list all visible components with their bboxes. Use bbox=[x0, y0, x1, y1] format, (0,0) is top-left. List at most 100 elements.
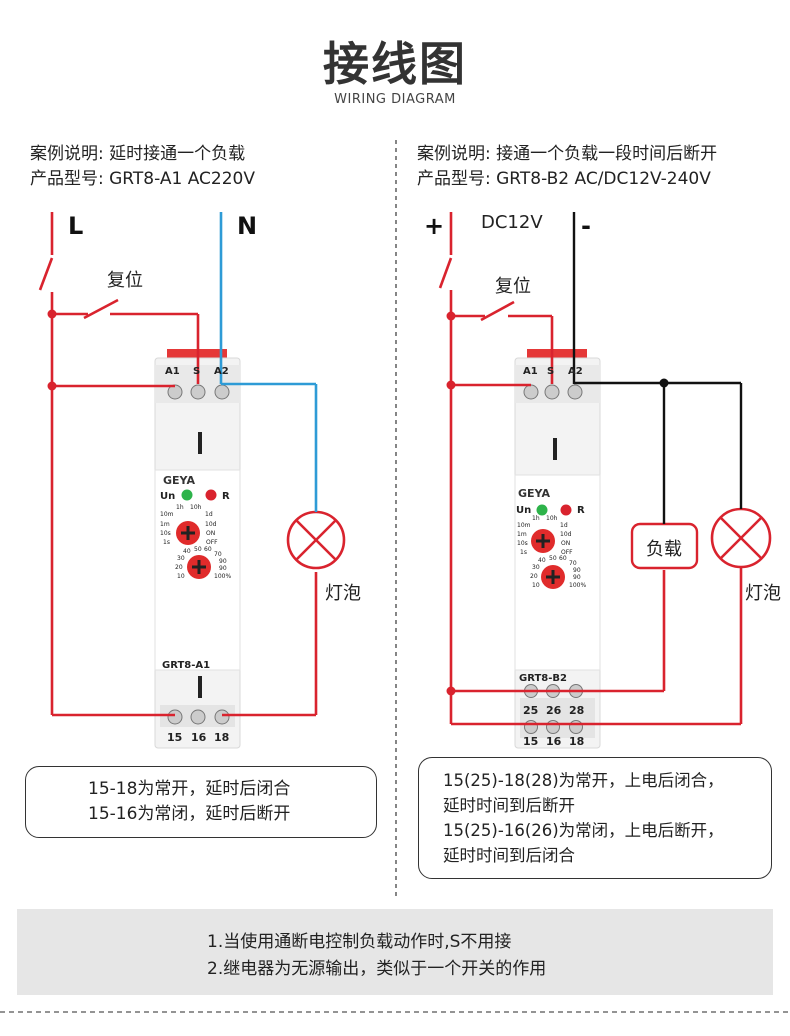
right-dial-60: 60 bbox=[559, 555, 567, 562]
right-note-line-4: 延时时间到后闭合 bbox=[443, 846, 575, 865]
right-dial-1d: 1d bbox=[560, 522, 568, 529]
left-reset-label: 复位 bbox=[107, 270, 143, 291]
left-dial-1h: 1h bbox=[176, 504, 184, 511]
right-note-line-2: 延时时间到后断开 bbox=[443, 796, 575, 815]
left-blue-wires bbox=[219, 212, 318, 512]
left-device-top-slot bbox=[198, 432, 202, 454]
left-device bbox=[154, 349, 241, 749]
right-terminal-minus-label: - bbox=[581, 212, 591, 240]
right-dial-20: 20 bbox=[530, 573, 538, 580]
right-junction-reset bbox=[446, 311, 456, 321]
right-circuit bbox=[438, 212, 772, 749]
left-lamp-label: 灯泡 bbox=[325, 583, 361, 604]
left-terminal-15-label: 15 bbox=[167, 731, 183, 744]
left-screw-15 bbox=[167, 709, 183, 725]
left-dial-10d: 10d bbox=[205, 521, 217, 528]
page-title: 接线图 bbox=[323, 37, 467, 91]
left-r-label: R bbox=[222, 491, 230, 502]
left-device-bottom-slot bbox=[198, 676, 202, 698]
left-note-box: 15-18为常开，延时后闭合 15-16为常闭，延时后断开 bbox=[25, 766, 377, 838]
left-dial-90-upper: 90 bbox=[219, 558, 227, 565]
left-dial-50: 50 bbox=[194, 546, 202, 553]
right-dial-10h: 10h bbox=[546, 515, 558, 522]
right-dial-10d: 10d bbox=[560, 531, 572, 538]
left-dial-on: ON bbox=[206, 530, 216, 537]
left-terminal-n-label: N bbox=[237, 212, 258, 240]
right-terminal-25-label: 25 bbox=[523, 704, 539, 717]
right-terminal-18-label: 18 bbox=[569, 735, 585, 748]
right-black-wires bbox=[572, 212, 743, 524]
left-note-line-1: 15-18为常开，延时后闭合 bbox=[88, 779, 291, 799]
right-time-knob-cross bbox=[536, 534, 550, 548]
left-screw-16 bbox=[190, 709, 206, 725]
right-terminal-a1-label: A1 bbox=[523, 366, 538, 377]
left-dial-10: 10 bbox=[177, 573, 185, 580]
right-un-label: Un bbox=[516, 505, 532, 516]
right-terminal-15-label: 15 bbox=[523, 735, 539, 748]
right-device bbox=[514, 349, 601, 749]
footer-note-2: 2.继电器为无源输出，类似于一个开关的作用 bbox=[207, 959, 547, 979]
left-dial-30: 30 bbox=[177, 555, 185, 562]
right-device-model: GRT8-B2 bbox=[519, 673, 567, 684]
right-screw-s bbox=[544, 384, 560, 400]
right-device-top-slot bbox=[553, 438, 557, 460]
footer-note-1: 1.当使用通断电控制负载动作时,S不用接 bbox=[207, 932, 512, 952]
right-terminal-28-label: 28 bbox=[569, 704, 585, 717]
right-junction-a1 bbox=[446, 380, 456, 390]
right-red-wires bbox=[438, 212, 772, 726]
right-reset-label: 复位 bbox=[495, 276, 531, 297]
right-dial-40: 40 bbox=[538, 557, 546, 564]
right-terminal-16-label: 16 bbox=[546, 735, 562, 748]
right-terminal-s-label: S bbox=[547, 366, 555, 377]
right-case-description: 案例说明: 接通一个负载一段时间后断开 bbox=[417, 144, 718, 164]
right-dial-50: 50 bbox=[549, 555, 557, 562]
left-terminal-18-label: 18 bbox=[214, 731, 230, 744]
right-load-label: 负载 bbox=[646, 539, 682, 560]
left-percent-knob-cross bbox=[192, 560, 206, 574]
right-note-line-3: 15(25)-16(26)为常闭，上电后断开， bbox=[443, 821, 724, 840]
right-junction-25 bbox=[446, 686, 456, 696]
left-circuit bbox=[38, 212, 346, 749]
right-model-number: 产品型号: GRT8-B2 AC/DC12V-240V bbox=[417, 169, 711, 189]
left-terminal-a2-label: A2 bbox=[214, 366, 229, 377]
right-dial-70: 70 bbox=[569, 560, 577, 567]
left-terminal-16-label: 16 bbox=[191, 731, 207, 744]
left-time-knob-cross bbox=[181, 526, 195, 540]
left-junction-reset bbox=[47, 309, 57, 319]
left-dial-40: 40 bbox=[183, 548, 191, 555]
left-model-number: 产品型号: GRT8-A1 AC220V bbox=[30, 169, 255, 189]
right-dial-off: OFF bbox=[561, 549, 573, 556]
left-un-label: Un bbox=[160, 491, 176, 502]
left-dial-1d: 1d bbox=[205, 511, 213, 518]
page-subtitle: WIRING DIAGRAM bbox=[334, 92, 456, 107]
right-dial-10m: 10m bbox=[517, 522, 531, 529]
left-dial-100: 100% bbox=[214, 573, 232, 580]
left-dial-20: 20 bbox=[175, 564, 183, 571]
right-note-box: 15(25)-18(28)为常开，上电后闭合， 延时时间到后断开 15(25)-… bbox=[418, 757, 772, 879]
right-r-label: R bbox=[577, 505, 585, 516]
right-dial-1m: 1m bbox=[517, 531, 527, 538]
left-dial-90-lower: 90 bbox=[219, 565, 227, 572]
footer-notes: 1.当使用通断电控制负载动作时,S不用接 2.继电器为无源输出，类似于一个开关的… bbox=[17, 909, 773, 995]
right-percent-knob-cross bbox=[546, 570, 560, 584]
right-lamp-label: 灯泡 bbox=[745, 583, 781, 604]
left-dial-1s: 1s bbox=[163, 539, 170, 546]
right-dial-10s: 10s bbox=[517, 540, 528, 547]
right-dial-1s: 1s bbox=[520, 549, 527, 556]
left-terminal-a1-label: A1 bbox=[165, 366, 180, 377]
right-terminal-plus-label: + bbox=[424, 212, 445, 240]
left-brand-logo: GEYA bbox=[163, 474, 195, 487]
right-screw-18 bbox=[569, 720, 583, 734]
left-un-led bbox=[181, 489, 193, 501]
left-note-line-2: 15-16为常闭，延时后断开 bbox=[88, 804, 291, 824]
left-terminal-s-label: S bbox=[193, 366, 201, 377]
left-dial-70: 70 bbox=[214, 551, 222, 558]
right-dial-90-upper: 90 bbox=[573, 567, 581, 574]
right-r-led bbox=[560, 504, 572, 516]
right-dial-10: 10 bbox=[532, 582, 540, 589]
right-dial-1h: 1h bbox=[532, 515, 540, 522]
right-screw-16 bbox=[546, 720, 560, 734]
left-dial-off: OFF bbox=[206, 539, 218, 546]
right-dial-on: ON bbox=[561, 540, 571, 547]
